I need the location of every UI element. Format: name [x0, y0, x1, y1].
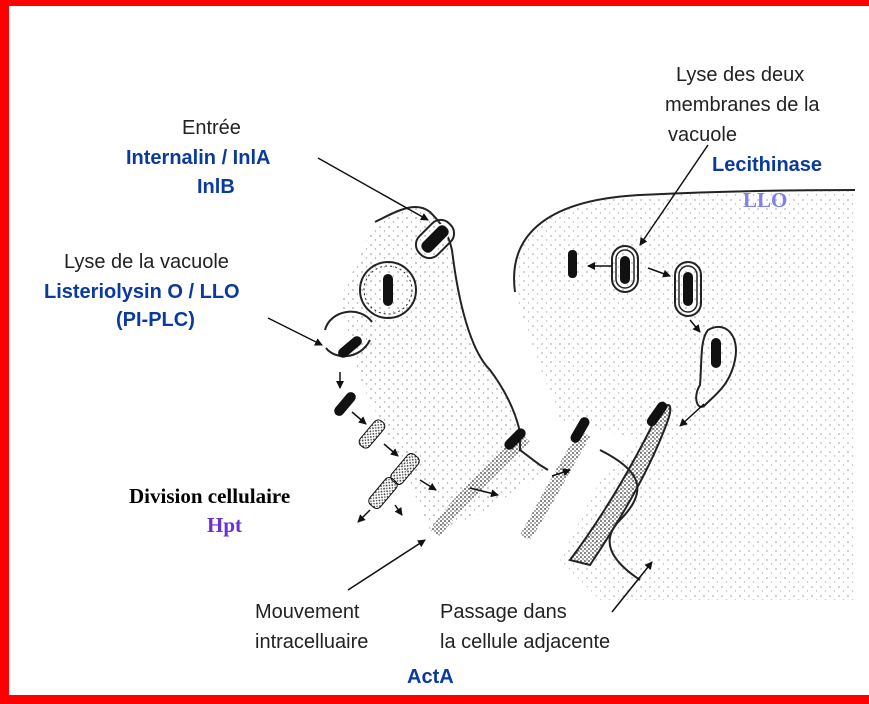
- arrow-entree: [318, 158, 428, 220]
- label-internalin: Internalin / InlA: [126, 148, 270, 168]
- label-lyse-deux-3: vacuole: [668, 125, 737, 145]
- label-llo: LLO: [743, 190, 787, 211]
- label-division: Division cellulaire: [129, 486, 290, 507]
- label-entree: Entrée: [182, 118, 241, 138]
- bacterium-released: [568, 250, 577, 278]
- label-hpt: Hpt: [207, 515, 242, 536]
- label-lyse-deux-2: membranes de la: [665, 95, 820, 115]
- label-piplc: (PI-PLC): [116, 310, 195, 330]
- label-listeriolysin: Listeriolysin O / LLO: [44, 282, 240, 302]
- label-passage-1: Passage dans: [440, 602, 567, 622]
- adjacent-cell-cytoplasm: [514, 190, 855, 600]
- label-lyse-deux-1: Lyse des deux: [676, 65, 804, 85]
- label-inlb: InlB: [197, 177, 235, 197]
- label-passage-2: la cellule adjacente: [440, 632, 610, 652]
- bacterium-dividing-1: [357, 418, 387, 450]
- label-mouvement-2: intracelluaire: [255, 632, 368, 652]
- arrow-lyse-vacuole: [268, 318, 322, 345]
- label-acta: ActA: [407, 667, 454, 687]
- bacterium-dividing-3: [367, 475, 400, 510]
- label-mouvement-1: Mouvement: [255, 602, 360, 622]
- label-lyse-vacuole: Lyse de la vacuole: [64, 252, 229, 272]
- arrow-mouvement: [348, 540, 425, 590]
- label-lecithinase: Lecithinase: [712, 155, 822, 175]
